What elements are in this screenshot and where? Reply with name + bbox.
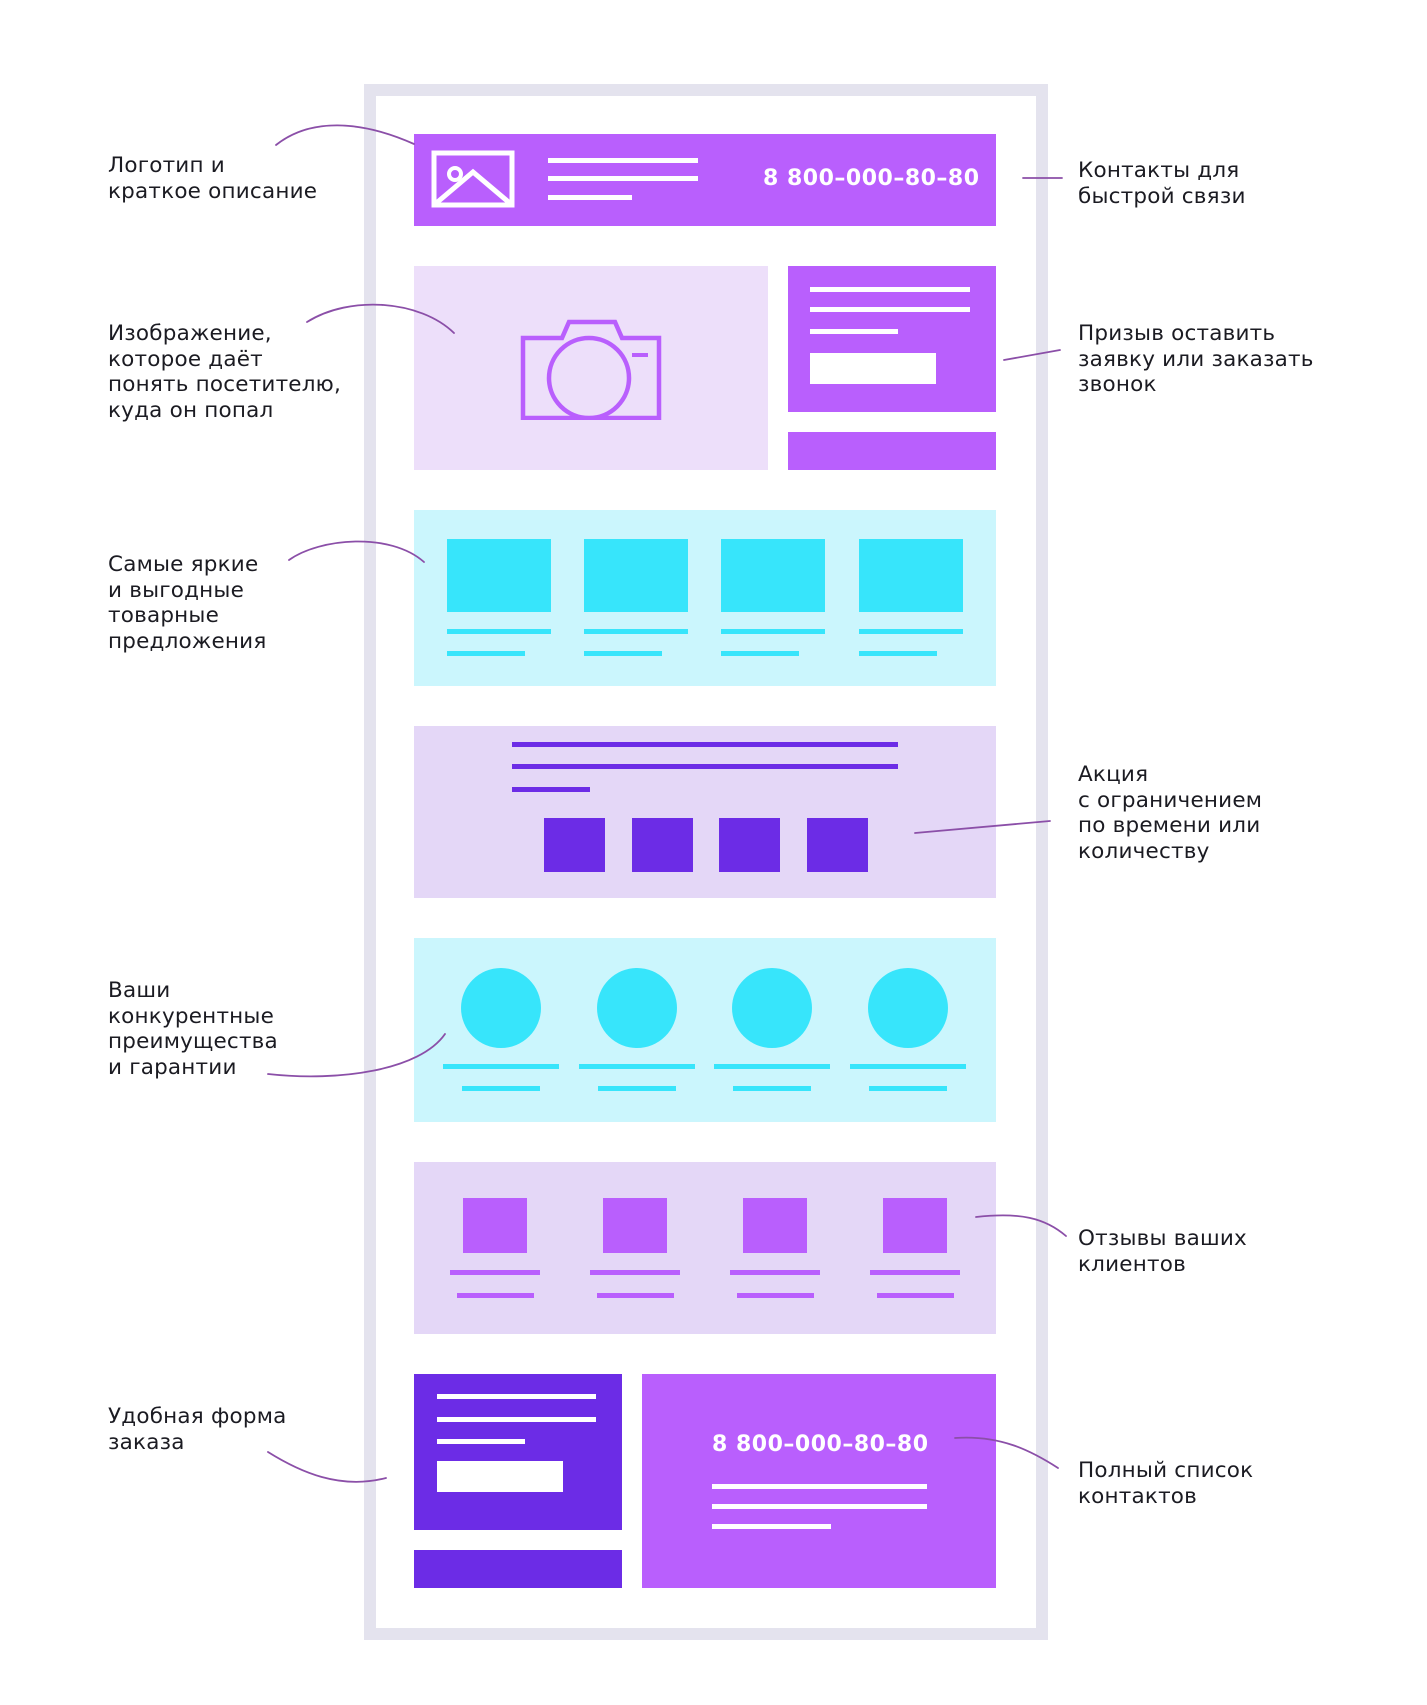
advantage-text-line	[462, 1086, 540, 1091]
hero-image-block	[414, 266, 768, 470]
advantage-text-line	[869, 1086, 947, 1091]
advantage-icon-circle	[732, 968, 812, 1048]
label-reviews: Отзывы ваших клиентов	[1078, 1226, 1247, 1277]
order-form-block	[414, 1374, 622, 1530]
advantage-icon-circle	[597, 968, 677, 1048]
header-block: 8 800–000–80–80	[414, 134, 996, 226]
offer-card-image	[859, 539, 963, 612]
connector-offers	[288, 540, 425, 563]
header-text-line	[548, 176, 698, 181]
review-avatar	[883, 1198, 947, 1253]
offer-text-line	[721, 629, 825, 634]
promo-countdown-box	[807, 818, 868, 872]
camera-icon	[520, 319, 662, 420]
offer-text-line	[447, 629, 551, 634]
review-text-line	[457, 1293, 534, 1298]
label-full-contacts: Полный список контактов	[1078, 1458, 1254, 1509]
offer-text-line	[859, 629, 963, 634]
advantage-text-line	[714, 1064, 830, 1069]
order-form-input	[437, 1461, 563, 1492]
label-cta: Призыв оставить заявку или заказать звон…	[1078, 321, 1314, 397]
advantage-text-line	[443, 1064, 559, 1069]
cta-block	[788, 266, 996, 412]
promo-text-line	[512, 787, 590, 792]
review-text-line	[870, 1270, 960, 1275]
offers-block	[414, 510, 996, 686]
cta-input-field	[810, 353, 936, 384]
review-text-line	[737, 1293, 814, 1298]
offer-text-line	[447, 651, 525, 656]
label-image: Изображение, которое даёт понять посетит…	[108, 321, 342, 423]
offer-text-line	[584, 651, 662, 656]
review-text-line	[877, 1293, 954, 1298]
footer-phone: 8 800–000–80–80	[712, 1432, 929, 1457]
footer-contacts-block: 8 800–000–80–80	[642, 1374, 996, 1588]
promo-text-line	[512, 764, 898, 769]
review-avatar	[463, 1198, 527, 1253]
promo-text-line	[512, 742, 898, 747]
review-text-line	[590, 1270, 680, 1275]
order-form-button	[414, 1550, 622, 1588]
header-text-line	[548, 195, 632, 200]
order-form-text-line	[437, 1417, 596, 1422]
footer-text-line	[712, 1504, 927, 1509]
promo-countdown-box	[632, 818, 693, 872]
review-text-line	[730, 1270, 820, 1275]
offer-card-image	[584, 539, 688, 612]
advantage-text-line	[850, 1064, 966, 1069]
offer-card-image	[721, 539, 825, 612]
offer-card-image	[447, 539, 551, 612]
cta-text-line	[810, 287, 970, 292]
review-text-line	[450, 1270, 540, 1275]
offer-text-line	[584, 629, 688, 634]
label-logo: Логотип и краткое описание	[108, 153, 318, 204]
connector-image	[306, 303, 455, 334]
header-phone: 8 800–000–80–80	[763, 166, 980, 191]
label-offers: Самые яркие и выгодные товарные предложе…	[108, 552, 267, 654]
cta-button	[788, 432, 996, 470]
promo-block	[414, 726, 996, 898]
label-promo: Акция с ограничением по времени или коли…	[1078, 762, 1263, 864]
advantage-icon-circle	[461, 968, 541, 1048]
header-text-line	[548, 158, 698, 163]
reviews-block	[414, 1162, 996, 1334]
image-icon	[431, 150, 515, 208]
offer-text-line	[859, 651, 937, 656]
connector-advantages	[267, 1033, 446, 1078]
advantage-text-line	[733, 1086, 811, 1091]
promo-countdown-box	[544, 818, 605, 872]
advantage-text-line	[598, 1086, 676, 1091]
advantage-text-line	[579, 1064, 695, 1069]
connector-order-form	[267, 1451, 387, 1483]
label-order-form: Удобная форма заказа	[108, 1404, 287, 1455]
order-form-text-line	[437, 1439, 525, 1444]
connector-full-contacts	[954, 1436, 1059, 1469]
connector-reviews	[975, 1214, 1067, 1237]
footer-text-line	[712, 1484, 927, 1489]
advantage-icon-circle	[868, 968, 948, 1048]
review-avatar	[743, 1198, 807, 1253]
connector-logo	[275, 124, 415, 146]
order-form-text-line	[437, 1394, 596, 1399]
connector-cta	[1003, 349, 1061, 361]
offer-text-line	[721, 651, 799, 656]
advantages-block	[414, 938, 996, 1122]
connector-promo	[914, 820, 1051, 834]
cta-text-line	[810, 329, 898, 334]
review-text-line	[597, 1293, 674, 1298]
cta-text-line	[810, 307, 970, 312]
footer-text-line	[712, 1524, 831, 1529]
review-avatar	[603, 1198, 667, 1253]
promo-countdown-box	[719, 818, 780, 872]
label-advantages: Ваши конкурентные преимущества и гаранти…	[108, 978, 278, 1080]
label-contacts: Контакты для быстрой связи	[1078, 158, 1246, 209]
